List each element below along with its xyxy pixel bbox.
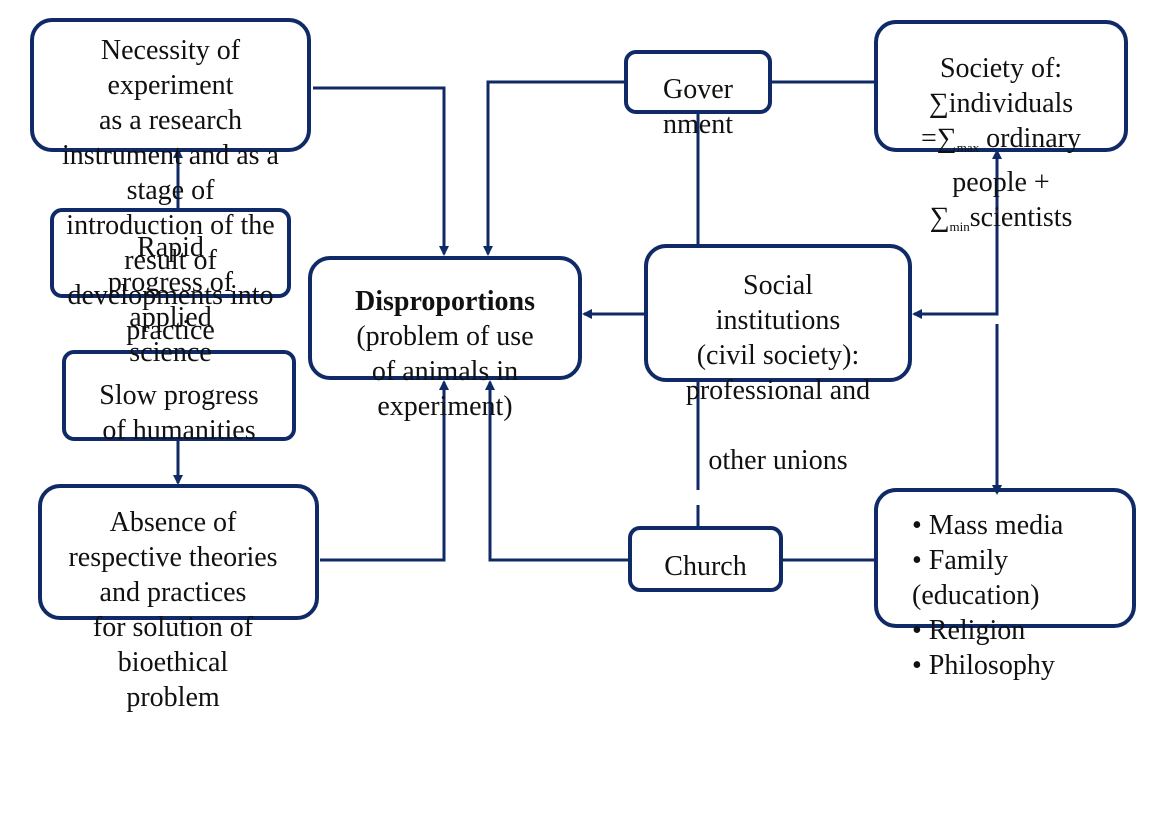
- list-item: (education): [912, 580, 1040, 611]
- society-box: [874, 20, 1128, 152]
- disproportions-text: Disproportions (problem of use of animal…: [308, 284, 582, 424]
- institutions-list: • Mass media • Family (education) • Reli…: [912, 508, 1063, 683]
- society-line5: ∑minscientists: [929, 202, 1073, 234]
- disproportions-title: Disproportions: [355, 286, 535, 317]
- slow-text: Slow progress of humanities: [99, 380, 259, 446]
- government-box: [624, 50, 772, 114]
- list-item: • Philosophy: [912, 650, 1055, 681]
- necessity-box: [30, 18, 311, 152]
- slow-box: [62, 350, 296, 441]
- list-box: [874, 488, 1136, 628]
- absence-box: [38, 484, 319, 620]
- necessity-text: Necessity of experiment as a research in…: [62, 35, 279, 346]
- list-item: • Religion: [912, 615, 1026, 646]
- rapid-text: Rapid progress of applied science: [107, 232, 234, 368]
- government-text: Gover nment: [663, 74, 733, 140]
- church-text: Church: [664, 551, 747, 582]
- link-absence-to-disproportions: [320, 380, 449, 562]
- society-text: Society of: ∑individuals =∑max ordinary …: [874, 51, 1128, 244]
- social-box: [644, 244, 912, 382]
- link-church-to-disproportions: [485, 380, 628, 562]
- social-text: Social institutions (civil society): pro…: [685, 270, 871, 476]
- absence-text: Absence of respective theories and pract…: [68, 507, 278, 713]
- link-government-to-disproportions: [483, 80, 624, 256]
- disproportions-box: [308, 256, 582, 380]
- list-item: • Family: [912, 545, 1009, 576]
- list-item: • Mass media: [912, 510, 1064, 541]
- church-box: [628, 526, 783, 592]
- rapid-box: [50, 208, 291, 298]
- link-necessity-to-disproportions: [313, 86, 449, 256]
- society-line3: =∑max ordinary: [920, 123, 1081, 155]
